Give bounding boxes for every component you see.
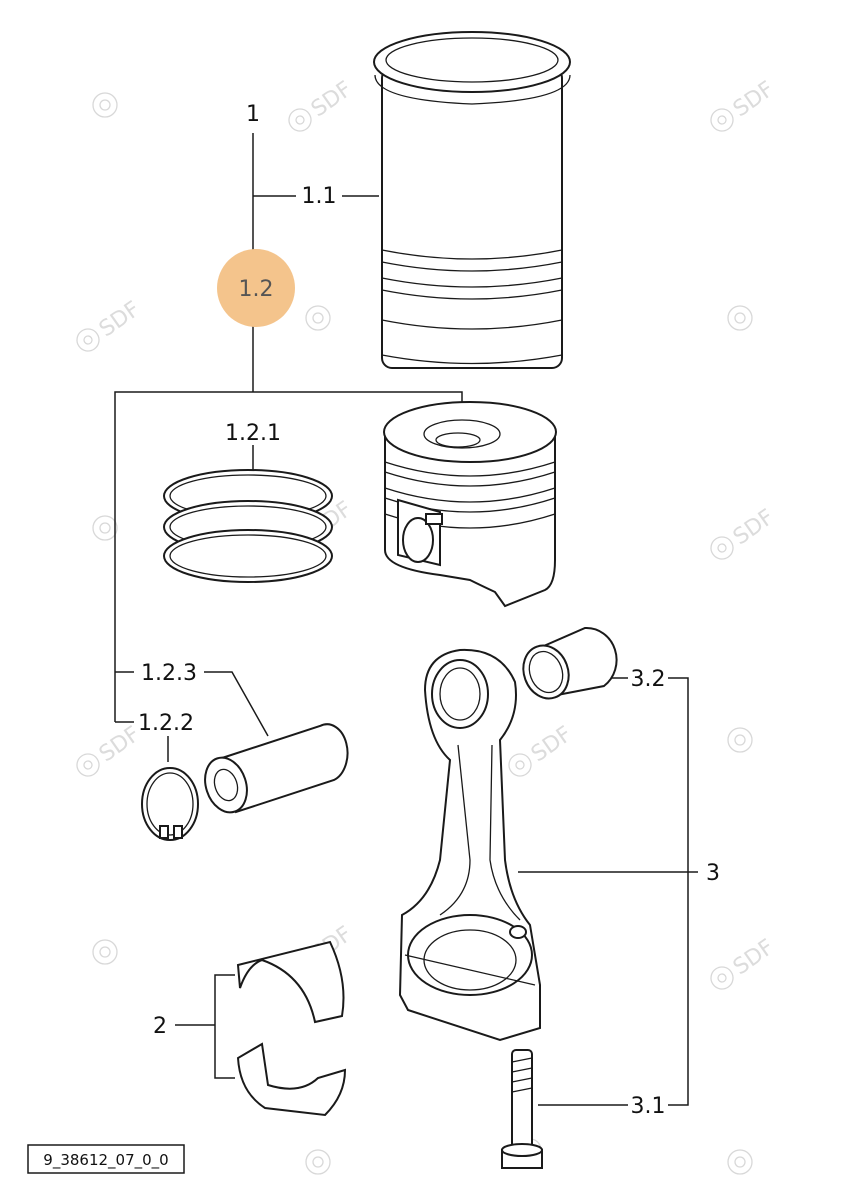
rod-big-end bbox=[407, 914, 533, 996]
watermark-mark: SDF bbox=[710, 935, 779, 990]
rod-cap-joint bbox=[404, 954, 536, 986]
watermark-mark: SDF bbox=[710, 505, 779, 560]
bearing-shells bbox=[236, 940, 347, 1117]
watermark-mark bbox=[305, 1149, 331, 1175]
piston-pin-body bbox=[220, 723, 349, 814]
rod-small-end-bore bbox=[439, 667, 481, 721]
snap-ring bbox=[141, 767, 199, 841]
watermark-mark: SDF bbox=[76, 722, 145, 777]
piston-ring-groove-2 bbox=[384, 471, 556, 487]
label-liner[interactable]: 1.1 bbox=[302, 184, 337, 209]
bearing-shell-lower-inner bbox=[267, 1077, 319, 1090]
piston-pin bbox=[204, 723, 349, 814]
bush-bore bbox=[528, 650, 564, 694]
label-conrod[interactable]: 3 bbox=[706, 861, 720, 886]
piston-crown bbox=[383, 401, 557, 463]
bearing-shell-upper-inner bbox=[261, 959, 316, 1023]
connecting-rod bbox=[398, 648, 541, 1042]
watermark-text: SDF bbox=[729, 935, 779, 980]
watermark-mark: SDF bbox=[76, 297, 145, 352]
rod-web-left bbox=[439, 744, 471, 916]
leader-pin-right bbox=[204, 671, 269, 737]
ring-bottom bbox=[163, 529, 333, 583]
piston-pin-end bbox=[204, 756, 248, 814]
cylinder-liner bbox=[373, 31, 571, 369]
watermark-mark: SDF bbox=[508, 722, 577, 777]
label-rings[interactable]: 1.2.1 bbox=[225, 421, 281, 446]
watermark-mark bbox=[727, 305, 753, 331]
piston-rings bbox=[163, 469, 333, 583]
bolt-thread-4 bbox=[511, 1087, 533, 1093]
piston-pin-clip-slot bbox=[425, 513, 443, 525]
bearing-shell-lower bbox=[236, 1042, 347, 1117]
snap-ring-outer bbox=[141, 767, 199, 841]
label-group-1[interactable]: 1 bbox=[246, 102, 260, 127]
watermark-text: SDF bbox=[307, 77, 357, 122]
piston-pin-hole bbox=[402, 517, 434, 563]
watermark-text: SDF bbox=[729, 77, 779, 122]
bolt-thread-3 bbox=[511, 1077, 533, 1083]
label-snap-ring[interactable]: 1.2.2 bbox=[138, 711, 194, 736]
piston-pin-bore bbox=[213, 768, 239, 802]
watermark-mark bbox=[92, 939, 118, 965]
label-bearings[interactable]: 2 bbox=[153, 1014, 167, 1039]
liner-body bbox=[381, 67, 563, 369]
reference-code: 9_38612_07_0_0 bbox=[43, 1151, 168, 1170]
snap-ring-tab-1 bbox=[159, 825, 169, 839]
piston-ring-groove-3 bbox=[384, 487, 556, 503]
liner-groove-1 bbox=[381, 249, 563, 260]
watermark-mark: SDF bbox=[288, 77, 357, 132]
small-end-bush bbox=[522, 626, 618, 700]
leader-conrod-bracket bbox=[668, 677, 689, 1106]
label-pin[interactable]: 1.2.3 bbox=[141, 661, 197, 686]
conrod-bolt bbox=[501, 1049, 543, 1169]
label-bush[interactable]: 3.2 bbox=[631, 667, 666, 692]
label-bolt[interactable]: 3.1 bbox=[631, 1094, 666, 1119]
bearing-shell-upper bbox=[236, 940, 345, 1024]
watermark-mark bbox=[92, 515, 118, 541]
callout-labels: 1 1.1 1.2 1.2.1 1.2.3 1.2.2 3.2 3 3.1 2 bbox=[138, 102, 720, 1119]
watermark-mark bbox=[305, 305, 331, 331]
liner-groove-2 bbox=[381, 261, 563, 272]
liner-groove-3 bbox=[381, 277, 563, 288]
watermark-mark bbox=[727, 727, 753, 753]
piston bbox=[383, 401, 557, 608]
leader-piston-bracket bbox=[114, 391, 463, 722]
piston-bowl-inner bbox=[435, 432, 481, 448]
liner-bottom-edge bbox=[381, 354, 563, 365]
liner-bore bbox=[385, 37, 559, 83]
piston-ring-groove-1 bbox=[384, 461, 556, 477]
watermark-mark bbox=[92, 92, 118, 118]
bolt-shank bbox=[511, 1049, 533, 1151]
leader-bearings-bracket bbox=[214, 974, 235, 1079]
highlight-marker[interactable] bbox=[217, 249, 295, 327]
watermark-text: SDF bbox=[527, 722, 577, 767]
label-piston-group[interactable]: 1.2 bbox=[239, 277, 274, 302]
bolt-head-top bbox=[501, 1143, 543, 1157]
watermark-text: SDF bbox=[95, 297, 145, 342]
snap-ring-inner bbox=[146, 772, 194, 836]
bolt-thread-2 bbox=[511, 1067, 533, 1073]
leader-lines bbox=[114, 133, 698, 1106]
piston-bowl bbox=[423, 419, 501, 449]
rod-bolt-hole bbox=[509, 925, 527, 939]
watermark-text: SDF bbox=[729, 505, 779, 550]
rod-web-right bbox=[489, 744, 521, 921]
watermark-mark bbox=[727, 1149, 753, 1175]
liner-collar-edge bbox=[374, 74, 571, 105]
reference-frame bbox=[27, 1144, 185, 1174]
watermark-mark: SDF bbox=[710, 77, 779, 132]
liner-groove-4 bbox=[381, 289, 563, 300]
liner-groove-5 bbox=[381, 319, 563, 330]
liner-collar bbox=[373, 31, 571, 93]
snap-ring-tab-2 bbox=[173, 825, 183, 839]
ring-bottom-inner bbox=[169, 534, 327, 578]
rod-small-end-eye bbox=[431, 659, 489, 729]
bolt-thread-1 bbox=[511, 1057, 533, 1063]
reference-box: 9_38612_07_0_0 bbox=[27, 1144, 185, 1174]
